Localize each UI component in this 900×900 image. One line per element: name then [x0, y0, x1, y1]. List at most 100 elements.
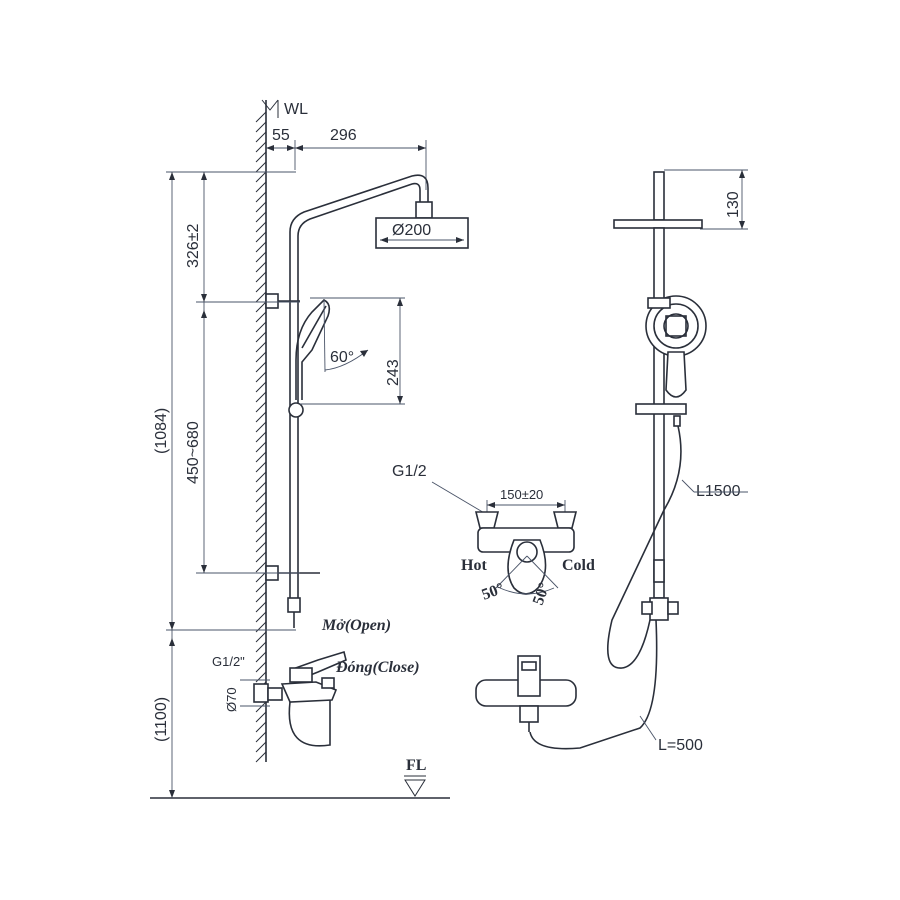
- inlet-spacing: 150±20: [500, 487, 543, 502]
- wall-hatch-line: [255, 141, 267, 153]
- wall-hatch-line: [255, 571, 267, 583]
- wall-hatch-line: [255, 221, 267, 233]
- lower-connector: [287, 597, 301, 628]
- floor-level-label: FL: [406, 757, 426, 774]
- wall-hatch-line: [255, 111, 267, 123]
- hose-short-label: L=500: [658, 737, 703, 754]
- wall-hatch-line: [255, 261, 267, 273]
- wall-hatch-line: [255, 281, 267, 293]
- wall-hatch-line: [255, 581, 267, 593]
- wall-hatch-line: [255, 721, 267, 733]
- wall-hatch-line: [255, 701, 267, 713]
- wall-hatch-line: [255, 391, 267, 403]
- wall-hatch-line: [255, 661, 267, 673]
- dim-top-height: 130: [725, 191, 742, 218]
- wall-hatch-line: [255, 271, 267, 283]
- wall-hatch-line: [255, 481, 267, 493]
- dim-wall-offset: 55: [272, 127, 290, 144]
- mixer-top-view: G1/2 150±20 Hot Cold 50° 50°: [392, 463, 595, 607]
- hose-long-label: L1500: [696, 483, 741, 500]
- wall-hatch-line: [255, 251, 267, 263]
- wall-hatch-line: [255, 541, 267, 553]
- top-dimensions: 55 296: [266, 127, 427, 190]
- wall-hatch-line: [255, 601, 267, 613]
- riser-pipe: [289, 174, 429, 610]
- wall-hatch-line: [255, 621, 267, 633]
- wall-hatch-line: [255, 611, 267, 623]
- wall-hatch-line: [255, 631, 267, 643]
- hand-holder: [635, 403, 687, 415]
- hose-long: [606, 425, 682, 669]
- dim-arm-reach: 296: [330, 127, 357, 144]
- vertical-dimensions: (1084) (1100) 326±2 450~680: [153, 171, 300, 798]
- inlet-thread-small: G1/2": [212, 654, 245, 669]
- mixer-front: [475, 655, 577, 732]
- wall-hatch-line: [255, 561, 267, 573]
- wall-hatch-line: [255, 751, 267, 763]
- wall-hatch-line: [255, 161, 267, 173]
- cold-label: Cold: [562, 557, 595, 574]
- wall-hatch-line: [255, 441, 267, 453]
- wall-hatch-line: [255, 651, 267, 663]
- wall-hatch-line: [255, 671, 267, 683]
- dim-head-diameter: Ø200: [392, 222, 431, 239]
- wall-hatch-line: [255, 411, 267, 423]
- wall-hatch-line: [255, 231, 267, 243]
- wall-brackets: [265, 293, 320, 581]
- hose-short: [529, 619, 658, 750]
- wall-hatch-line: [255, 351, 267, 363]
- flange-diameter: Ø70: [224, 687, 239, 712]
- wall-hatch-line: [255, 551, 267, 563]
- dim-head-drop: 326±2: [185, 224, 202, 268]
- wall-hatch-line: [255, 151, 267, 163]
- wall-hatch-line: [255, 331, 267, 343]
- hand-shower-front: [645, 295, 707, 398]
- open-label: Mở(Open): [321, 617, 391, 634]
- wall-hatch-line: [255, 321, 267, 333]
- wall-hatch-line: [255, 451, 267, 463]
- wall-hatch-line: [255, 431, 267, 443]
- wall-hatch-line: [255, 401, 267, 413]
- wall-hatch-line: [255, 291, 267, 303]
- wall-hatch-line: [255, 121, 267, 133]
- wall-hatch-line: [255, 181, 267, 193]
- wall-hatch-line: [255, 341, 267, 353]
- wall-hatch-line: [255, 311, 267, 323]
- wall-hatch-line: [255, 711, 267, 723]
- wall-hatch-line: [255, 191, 267, 203]
- wall-hatch-line: [255, 521, 267, 533]
- wall-hatch-line: [255, 501, 267, 513]
- wall-hatch-line: [255, 301, 267, 313]
- floor-level-marker: FL: [404, 757, 426, 797]
- wall-hatch-line: [255, 741, 267, 753]
- dim-slide-range: 450~680: [185, 421, 202, 484]
- close-label: Đóng(Close): [335, 659, 420, 676]
- wall-hatch-line: [255, 241, 267, 253]
- dim-hand-length: 243: [385, 359, 402, 386]
- wall-hatch-line: [255, 371, 267, 383]
- hot-label: Hot: [461, 557, 487, 574]
- wall-hatch-line: [255, 361, 267, 373]
- front-view: 130 L1500: [475, 169, 748, 754]
- wall-hatch-line: [255, 511, 267, 523]
- dim-hand-angle: 60°: [330, 349, 354, 366]
- dim-mixer-height: (1100): [153, 697, 170, 742]
- angle-left: 50°: [480, 580, 507, 604]
- wall-hatch-line: [255, 381, 267, 393]
- rain-head-front: [613, 219, 703, 229]
- wall-hatch-line: [255, 211, 267, 223]
- wall-hatch-line: [255, 591, 267, 603]
- wall-hatch-line: [255, 731, 267, 743]
- inlet-thread-label: G1/2: [392, 463, 427, 480]
- side-view: WL 55 296 Ø200: [150, 99, 469, 799]
- wall-hatch-line: [255, 421, 267, 433]
- wall-hatch-line: [255, 491, 267, 503]
- wall-hatch-line: [255, 471, 267, 483]
- dim-total: (1084): [153, 408, 170, 454]
- rain-shower-head: Ø200: [375, 201, 469, 249]
- wall-hatch-line: [255, 201, 267, 213]
- angle-right: 50°: [530, 580, 554, 607]
- wall-hatch-line: [255, 641, 267, 653]
- wall-level-marker: WL: [261, 99, 308, 118]
